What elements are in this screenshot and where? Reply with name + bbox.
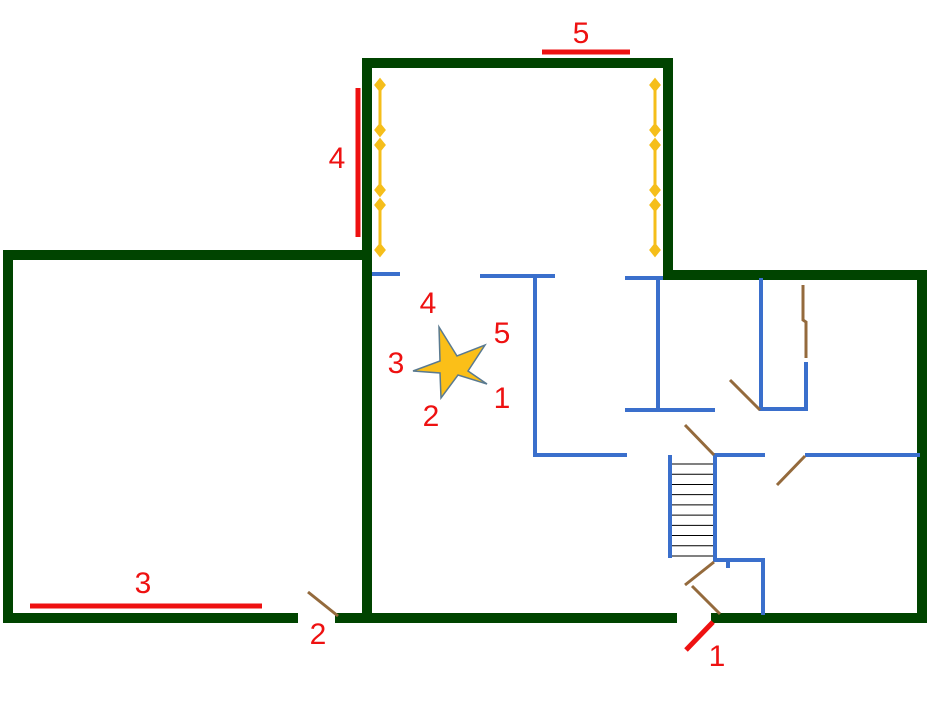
light-fixture-icon xyxy=(374,137,386,153)
star-label-1: 1 xyxy=(494,382,511,415)
window-1-label: 1 xyxy=(709,640,726,673)
light-fixture-icon xyxy=(649,122,661,138)
light-fixture-icon xyxy=(374,77,386,93)
window-1-marker xyxy=(684,620,715,652)
door xyxy=(801,285,808,358)
window-4-label: 4 xyxy=(329,142,346,175)
exterior-walls xyxy=(3,58,927,623)
star-icon xyxy=(412,324,488,401)
main-wall xyxy=(362,58,927,623)
star-label-3: 3 xyxy=(388,347,405,380)
light-fixture-icon xyxy=(374,242,386,258)
door xyxy=(775,454,807,487)
window-2-label: 2 xyxy=(310,618,327,651)
light-fixture-icon xyxy=(649,137,661,153)
door xyxy=(690,584,722,616)
light-fixture-icon xyxy=(374,197,386,213)
door xyxy=(683,423,716,457)
light-fixture-icon xyxy=(374,182,386,198)
stairs xyxy=(672,463,713,557)
door xyxy=(728,378,762,412)
star-label-2: 2 xyxy=(423,400,440,433)
window-5-label: 5 xyxy=(573,17,590,50)
light-fixture-icon xyxy=(649,197,661,213)
star-label-5: 5 xyxy=(494,317,511,350)
door xyxy=(684,560,715,587)
light-fixture-icon xyxy=(649,242,661,258)
doors xyxy=(307,285,808,618)
lights xyxy=(374,77,661,258)
window-markers xyxy=(30,49,715,652)
light-fixture-icon xyxy=(374,122,386,138)
door xyxy=(307,590,339,618)
interior-walls xyxy=(372,272,920,615)
light-fixture-icon xyxy=(649,182,661,198)
left-room-wall xyxy=(3,250,370,623)
star-label-4: 4 xyxy=(420,287,437,320)
light-fixture-icon xyxy=(649,77,661,93)
window-3-label: 3 xyxy=(135,567,152,600)
